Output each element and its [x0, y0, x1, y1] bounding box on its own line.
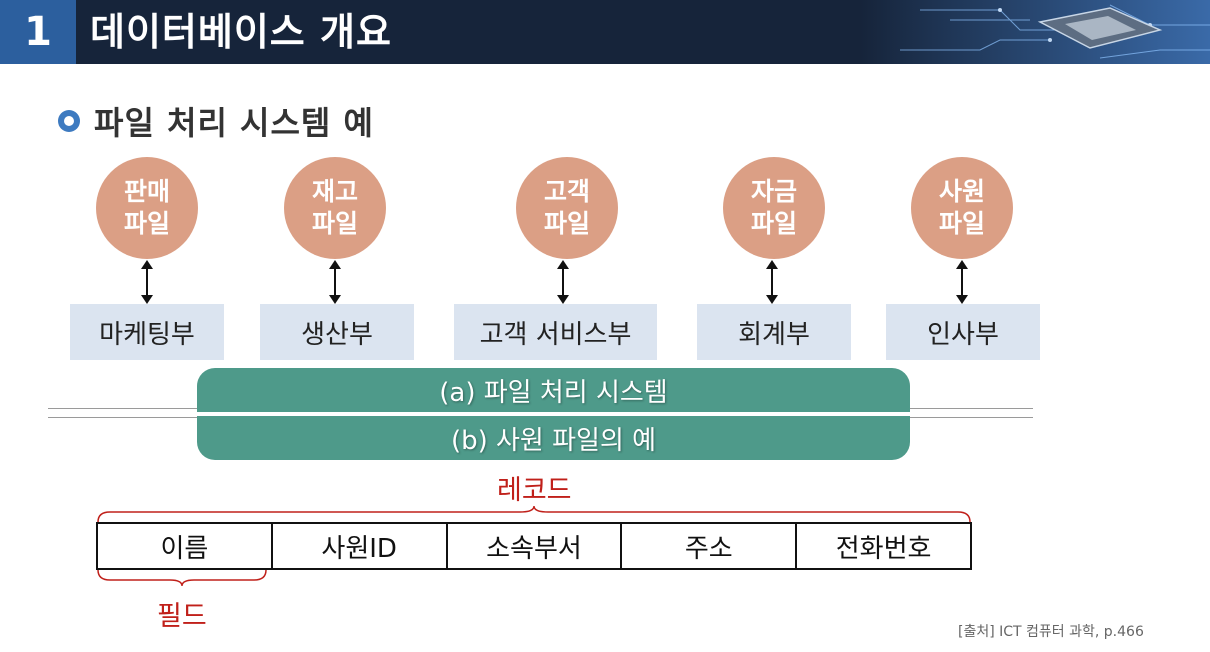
- record-table: 이름 사원ID 소속부서 주소 전화번호: [96, 522, 972, 570]
- circuit-decoration: [860, 0, 1210, 64]
- dept-box-hr: 인사부: [886, 304, 1040, 360]
- file-word: 파일: [123, 209, 170, 238]
- dept-box-marketing: 마케팅부: [70, 304, 224, 360]
- field-cell: 주소: [620, 524, 795, 568]
- page-title: 데이터베이스 개요: [90, 10, 392, 54]
- file-word: 파일: [938, 209, 985, 238]
- source-citation: [출처] ICT 컴퓨터 과학, p.466: [958, 624, 1144, 640]
- file-name: 재고: [311, 177, 358, 206]
- file-circle-funds: 자금 파일: [723, 157, 825, 259]
- double-arrow-icon: [329, 260, 341, 304]
- double-arrow-icon: [557, 260, 569, 304]
- double-arrow-icon: [766, 260, 778, 304]
- field-cell: 소속부서: [445, 524, 621, 568]
- caption-a: (a) 파일 처리 시스템: [197, 368, 910, 412]
- double-arrow-icon: [141, 260, 153, 304]
- file-word: 파일: [311, 209, 358, 238]
- dept-box-accounting: 회계부: [697, 304, 851, 360]
- section-subtitle: 파일 처리 시스템 예: [94, 104, 374, 142]
- file-circle-sales: 판매 파일: [96, 157, 198, 259]
- record-brace: [97, 506, 971, 523]
- caption-b: (b) 사원 파일의 예: [197, 416, 910, 460]
- field-cell: 이름: [160, 533, 209, 564]
- file-circle-inventory: 재고 파일: [284, 157, 386, 259]
- record-label: 레코드: [497, 475, 572, 506]
- section-number: 1: [0, 0, 76, 64]
- file-name: 고객: [543, 177, 590, 206]
- file-name: 자금: [750, 177, 797, 206]
- bullet-circle-icon: [58, 110, 80, 132]
- file-circle-employee: 사원 파일: [911, 157, 1013, 259]
- field-cell: 전화번호: [795, 524, 970, 568]
- file-circle-customer: 고객 파일: [516, 157, 618, 259]
- field-cell: 사원ID: [270, 524, 446, 568]
- dept-box-customer-service: 고객 서비스부: [454, 304, 657, 360]
- file-name: 판매: [123, 177, 170, 206]
- file-word: 파일: [543, 209, 590, 238]
- dept-box-production: 생산부: [260, 304, 414, 360]
- field-label: 필드: [157, 601, 207, 632]
- double-arrow-icon: [956, 260, 968, 304]
- file-name: 사원: [938, 177, 985, 206]
- field-brace: [97, 570, 267, 586]
- header-bar: [0, 0, 1210, 64]
- file-word: 파일: [750, 209, 797, 238]
